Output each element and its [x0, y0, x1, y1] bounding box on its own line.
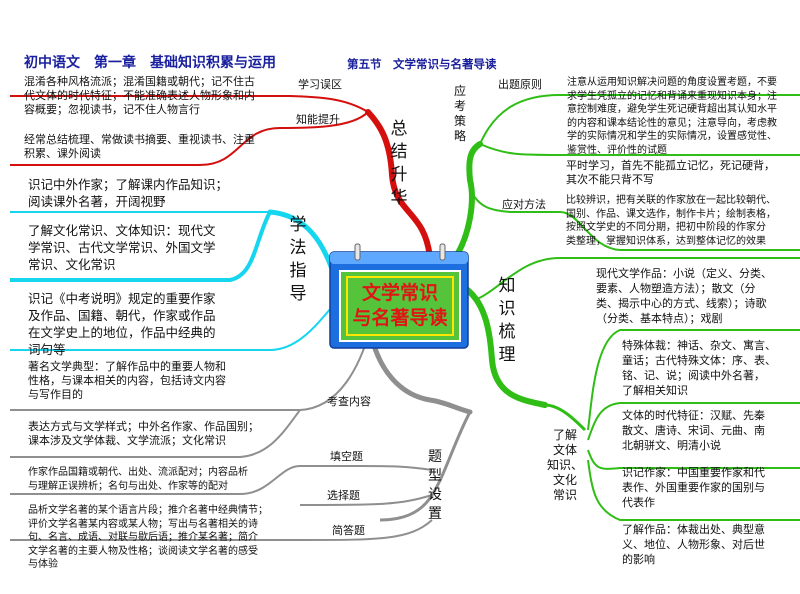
method-item-2: 了解文化常识、文体知识：现代文 学常识、古代文学常识、外国文学 常识、文化常识 — [28, 223, 216, 272]
branch-culture-4 — [587, 459, 800, 521]
branch-knowledge-main — [459, 283, 548, 408]
branch-knowledge-modern — [474, 257, 800, 301]
fill-label: 填空题 — [330, 450, 363, 463]
strategy-note: 平时学习，首先不能孤立记忆，死记硬背， 其次不能只背不写 — [566, 159, 775, 186]
content-label: 考查内容 — [327, 395, 371, 408]
branch-strategy-answer — [469, 189, 800, 251]
improve-text: 经常总结梳理、常做读书摘要、重视读书、注重 积累、课外阅读 — [24, 133, 255, 160]
culture-item-1: 特殊体裁：神话、杂文、寓言、 童话；古代特殊文体：序、表、 铭、记、说；阅读中外… — [622, 339, 776, 397]
culture-label: 了解 文体 知识、 文化 常识 — [546, 428, 583, 502]
strategy-label: 应 考 策 略 — [453, 84, 466, 143]
method-item-3: 识记《中考说明》规定的重要作家 及作品、国籍、朝代，作家或作品 在文学史上的地位… — [28, 291, 216, 357]
branch-summary-upper — [10, 95, 369, 113]
center-title: 文学常识 与名著导读 — [352, 282, 448, 329]
culture-item-3: 识记作家：中国重要作家和代 表作、外国重要作家的国别与 代表作 — [622, 466, 765, 509]
branch-summary-main — [365, 109, 433, 261]
mistakes-text: 混淆各种风格流派；混淆国籍或朝代；记不住古 代文体的时代特征；不能准确表述人物形… — [24, 75, 255, 116]
content-item-1: 著名文学典型：了解作品中的重要人物和 性格，与课本相关的内容，包括诗文内容 与写… — [28, 360, 226, 401]
answer-text: 比较辨识，把有关联的作家放在一起比较朝代、 国别、作品、课文选作，制作卡片；绘制… — [566, 195, 776, 247]
answer-label: 应对方法 — [502, 198, 546, 211]
center-board — [329, 243, 469, 349]
qtypes-label: 题 型 设 置 — [428, 449, 442, 522]
branch-qtypes-choice — [299, 494, 433, 506]
branch-culture-3 — [587, 449, 800, 470]
branch-method-2 — [10, 211, 272, 282]
branch-culture-2 — [587, 402, 800, 441]
improve-label: 知能提升 — [296, 113, 340, 126]
summary-label: 总 结 升 华 — [390, 119, 408, 208]
branch-summary-lower — [10, 111, 369, 166]
principle-text: 注意从运用知识解决问题的角度设置考题，不要 求学生凭孤立的记忆和背诵来重现知识本… — [567, 77, 777, 156]
branch-strategy-principle — [479, 94, 800, 145]
fill-text: 作家作品国籍或朝代、出处、流派配对；内容品析 与理解正误辨析；名句与出处、作家等… — [28, 467, 248, 492]
knowledge-modern: 现代文学作品：小说（定义、分类、 要素、人物塑造方法）；散文（分 类、揭示中心的… — [596, 267, 772, 325]
culture-item-4: 了解作品：体裁出处、典型意 义、地位、人物形象、对后世 的影响 — [622, 523, 765, 566]
knowledge-label: 知 识 梳 理 — [498, 276, 516, 365]
branch-qtypes-fill — [10, 465, 433, 495]
culture-item-2: 文体的时代特征：汉赋、先秦 散文、唐诗、宋词、元曲、南 北朝骈文、明清小说 — [622, 409, 765, 452]
content-item-2: 表达方式与文学样式；中外名作家、作品国别； 课本涉及文学体裁、文学流派；文化常识 — [28, 420, 259, 447]
choice-label: 选择题 — [327, 489, 360, 502]
branch-strategy-main — [452, 141, 483, 261]
section-title: 第五节 文学常识与名著导读 — [347, 57, 497, 71]
short-label: 简答题 — [332, 524, 365, 537]
page-title: 初中语文 第一章 基础知识积累与运用 — [24, 55, 276, 71]
branch-content-main — [367, 327, 473, 415]
principle-label: 出题原则 — [498, 78, 542, 91]
branch-qtypes-short — [10, 519, 433, 541]
branch-culture-stem — [544, 403, 587, 432]
mistakes-label: 学习误区 — [298, 78, 342, 91]
method-item-1: 识记中外作家；了解课内作品知识； 阅读课外名著，开阔视野 — [28, 177, 229, 209]
branch-strategy-note — [479, 143, 800, 156]
branch-culture-1 — [587, 329, 800, 431]
short-text: 品析文学名著的某个语言片段；推介名著中经典情节； 评价文学名著某内容或某人物；写… — [28, 505, 268, 570]
branch-qtypes-main — [379, 411, 472, 522]
method-label: 学 法 指 导 — [289, 215, 307, 304]
branch-content-2 — [10, 409, 301, 458]
